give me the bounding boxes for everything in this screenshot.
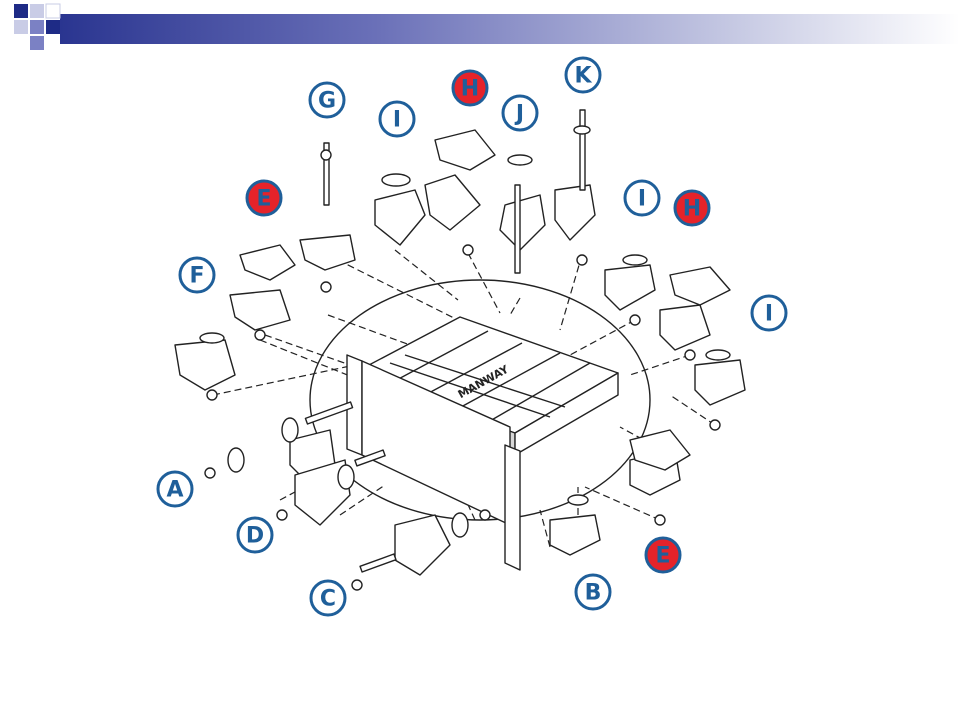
svg-text:F: F: [189, 264, 204, 289]
callout-k: K: [564, 56, 602, 94]
header-gradient-band: [60, 14, 960, 44]
svg-text:E: E: [655, 544, 670, 569]
svg-text:I: I: [393, 108, 401, 133]
callout-e-bottom: E: [644, 536, 682, 574]
tray-assembly-diagram: MANWAY: [156, 56, 788, 617]
svg-text:H: H: [461, 77, 479, 102]
callout-j: J: [501, 94, 539, 132]
callout-c: C: [309, 579, 347, 617]
clamp-brackets: [174, 129, 746, 576]
svg-text:E: E: [256, 187, 271, 212]
svg-text:D: D: [246, 524, 264, 549]
callout-f: F: [178, 256, 216, 294]
svg-text:G: G: [318, 89, 336, 114]
svg-text:C: C: [320, 587, 336, 612]
header-bar: [14, 3, 960, 50]
callout-g: G: [308, 81, 346, 119]
svg-text:A: A: [166, 478, 183, 503]
callout-i-top: I: [378, 100, 416, 138]
tower-shell-outline: [309, 279, 651, 521]
callout-e-left: E: [245, 179, 283, 217]
svg-text:K: K: [574, 64, 592, 89]
header-squares-logo: [14, 3, 61, 50]
svg-text:B: B: [585, 581, 602, 606]
callout-i-right: I: [623, 179, 661, 217]
callout-i-far-right: I: [750, 294, 788, 332]
callout-d: D: [236, 516, 274, 554]
callout-h-top: H: [451, 69, 489, 107]
callout-h-right: H: [673, 189, 711, 227]
svg-text:I: I: [638, 187, 646, 212]
fasteners: [199, 109, 731, 591]
callout-a: A: [156, 470, 194, 508]
svg-text:I: I: [765, 302, 773, 327]
callout-b: B: [574, 573, 612, 611]
support-beams: [346, 354, 521, 571]
svg-text:H: H: [683, 197, 701, 222]
svg-text:J: J: [514, 102, 524, 127]
callouts: G I H J K E I H F I A D: [156, 56, 788, 617]
